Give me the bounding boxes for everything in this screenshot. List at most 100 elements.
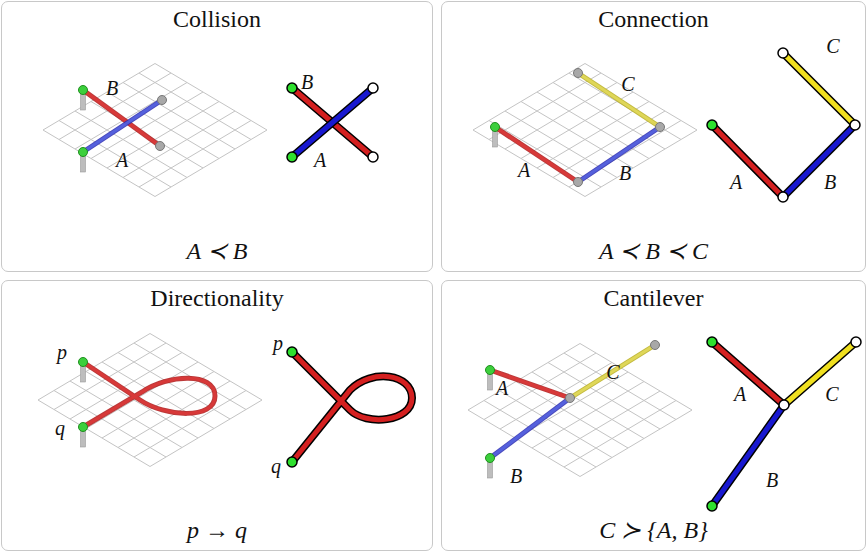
grid-line: [123, 111, 235, 178]
fixed-joint: [486, 454, 495, 463]
rod-2d-outline: [292, 352, 412, 462]
grid-line: [134, 391, 246, 458]
rod-2d: [292, 88, 373, 157]
grid-line: [564, 353, 676, 420]
fixed-end: [707, 501, 717, 511]
grid-line: [86, 362, 198, 429]
free-joint: [574, 178, 583, 187]
rod-2d: [783, 53, 855, 125]
grid-line: [500, 363, 612, 430]
grid-line: [139, 121, 251, 188]
rod-3d: [83, 90, 160, 146]
rod-3d-highlight: [570, 345, 655, 398]
grid-line: [75, 83, 187, 150]
figure-panel: Directionality p → q: [1, 280, 433, 551]
rod-2d-outline: [712, 342, 784, 405]
grid-line: [473, 64, 585, 131]
free-joint: [158, 96, 167, 105]
free-joint: [574, 69, 583, 78]
rod-3d-highlight: [490, 398, 570, 458]
grid-line: [532, 372, 644, 439]
part-label: A: [734, 383, 746, 406]
iso-grid: [43, 64, 267, 197]
order-formula: p → q: [2, 517, 432, 544]
grid-line: [473, 130, 585, 197]
figure-panel: Connection A ≺ B ≺ C: [441, 1, 866, 272]
grid-line: [585, 64, 697, 131]
part-label: A: [116, 149, 128, 172]
fixed-end: [287, 83, 297, 93]
grid-line: [580, 344, 692, 411]
fixed-joint: [491, 123, 500, 132]
grid-line: [150, 334, 262, 401]
grid-line: [54, 343, 166, 410]
grid-line: [484, 401, 596, 468]
rod-3d-highlight: [578, 73, 660, 127]
grid-line: [155, 64, 267, 131]
iso-grid: [38, 334, 262, 467]
fixed-joint: [79, 148, 88, 157]
free-end: [368, 152, 378, 162]
grid-line: [38, 400, 150, 467]
grid-line: [484, 353, 596, 420]
rod-2d: [712, 405, 784, 506]
free-joint: [656, 123, 665, 132]
part-label: B: [510, 465, 522, 488]
part-label: A: [496, 377, 508, 400]
part-label: p: [273, 332, 283, 355]
part-label: C: [826, 35, 839, 58]
rod-2d: [292, 352, 412, 462]
grid-line: [521, 92, 633, 159]
grid-line: [54, 391, 166, 458]
part-label: B: [766, 469, 778, 492]
rod-2d-outline: [712, 125, 783, 197]
rod-2d-outline: [712, 405, 784, 506]
rod-3d: [83, 362, 215, 427]
grid-line: [516, 382, 628, 449]
rod-2d: [784, 342, 856, 405]
rod-2d: [712, 342, 784, 405]
part-label: A: [314, 149, 326, 172]
grid-line: [505, 83, 617, 150]
rod-2d: [783, 125, 855, 197]
rod-3d: [495, 127, 578, 182]
grid-line: [86, 372, 198, 439]
grid-line: [569, 121, 681, 188]
rod-3d: [570, 345, 655, 398]
fixed-end: [287, 152, 297, 162]
grid-line: [564, 401, 676, 468]
fixed-end: [287, 347, 297, 357]
part-label: q: [271, 455, 281, 478]
rod-2d-outline: [292, 88, 373, 157]
grid-line: [43, 64, 155, 131]
rod-3d: [578, 73, 660, 127]
grid-line: [569, 73, 681, 140]
fixed-joint: [79, 86, 88, 95]
rod-2d-outline: [783, 125, 855, 197]
grid-line: [500, 391, 612, 458]
rod-2d: [292, 88, 373, 157]
panel-title: Connection: [442, 6, 865, 33]
fixed-joint: [79, 358, 88, 367]
order-formula: A ≺ B ≺ C: [442, 237, 865, 265]
rod-3d: [490, 398, 570, 458]
order-formula: C ≻ {A, B}: [442, 516, 865, 544]
rod-3d-highlight: [83, 362, 215, 427]
grid-line: [91, 92, 203, 159]
order-formula: A ≺ B: [2, 237, 432, 265]
part-label: B: [619, 162, 631, 185]
part-label: p: [57, 341, 67, 364]
panel-title: Cantilever: [442, 285, 865, 312]
part-label: A: [730, 171, 742, 194]
iso-grid: [473, 64, 697, 197]
free-end: [851, 337, 861, 347]
rod-3d-highlight: [83, 90, 160, 146]
iso-grid: [468, 344, 692, 477]
free-joint: [566, 394, 575, 403]
free-end: [850, 120, 860, 130]
panel-title: Directionality: [2, 285, 432, 312]
figure-panel: CollisionA ≺ B: [1, 1, 433, 272]
part-label: B: [301, 71, 313, 94]
grid-line: [580, 410, 692, 477]
